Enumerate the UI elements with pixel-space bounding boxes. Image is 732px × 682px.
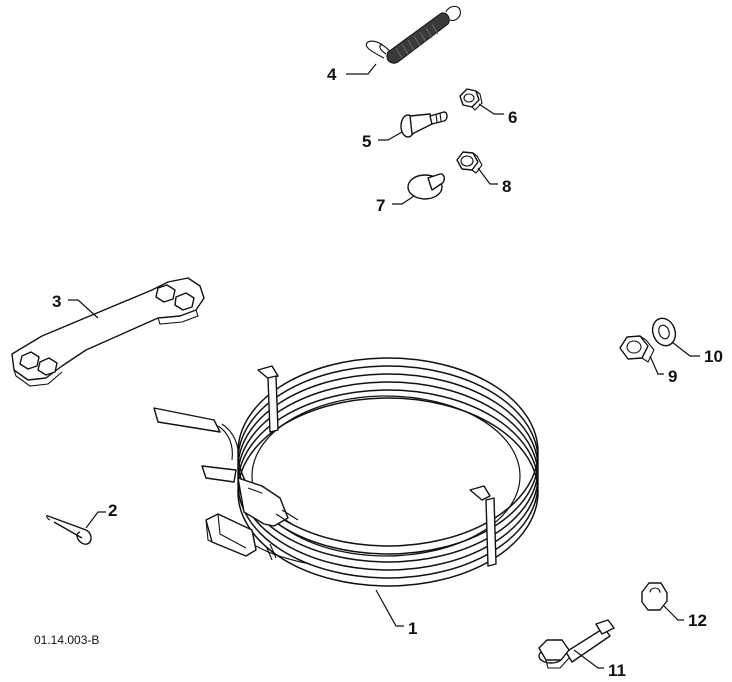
callout-1: 1 xyxy=(408,619,417,638)
callout-12: 12 xyxy=(688,611,707,630)
leader-9 xyxy=(649,355,664,375)
part-2-hairpin-clip xyxy=(46,514,92,545)
leader-12 xyxy=(663,605,684,621)
part-7-carriage-bolt xyxy=(407,173,445,200)
leader-3 xyxy=(68,299,99,319)
leader-11 xyxy=(573,649,604,669)
callout-3: 3 xyxy=(52,292,61,311)
callout-10: 10 xyxy=(704,347,723,366)
leader-7 xyxy=(392,195,415,205)
callout-11: 11 xyxy=(608,661,626,680)
callout-7: 7 xyxy=(376,196,385,215)
part-4-spring xyxy=(365,5,461,64)
document-id: 01.14.003-B xyxy=(34,633,99,647)
leader-8 xyxy=(477,167,498,185)
callout-2: 2 xyxy=(108,501,117,520)
callout-5: 5 xyxy=(362,132,371,151)
part-9-nut xyxy=(619,335,655,363)
leader-6 xyxy=(478,103,504,115)
leader-5 xyxy=(378,131,403,141)
part-8-nut xyxy=(456,151,483,174)
callout-6: 6 xyxy=(508,108,517,127)
part-11-bolt xyxy=(538,619,615,669)
leader-2 xyxy=(85,511,106,529)
callout-4: 4 xyxy=(327,65,337,84)
leader-4 xyxy=(346,63,377,75)
part-6-nut xyxy=(459,88,483,111)
part-12-nut xyxy=(641,582,668,611)
part-10-washer xyxy=(651,317,677,347)
leader-10 xyxy=(671,341,700,357)
callout-8: 8 xyxy=(502,177,511,196)
leader-1 xyxy=(375,589,404,627)
callout-9: 9 xyxy=(668,367,677,386)
part-3-wrench xyxy=(11,277,205,387)
part-5-shoulder-bolt xyxy=(400,111,448,138)
part-1-power-cord xyxy=(153,357,539,587)
